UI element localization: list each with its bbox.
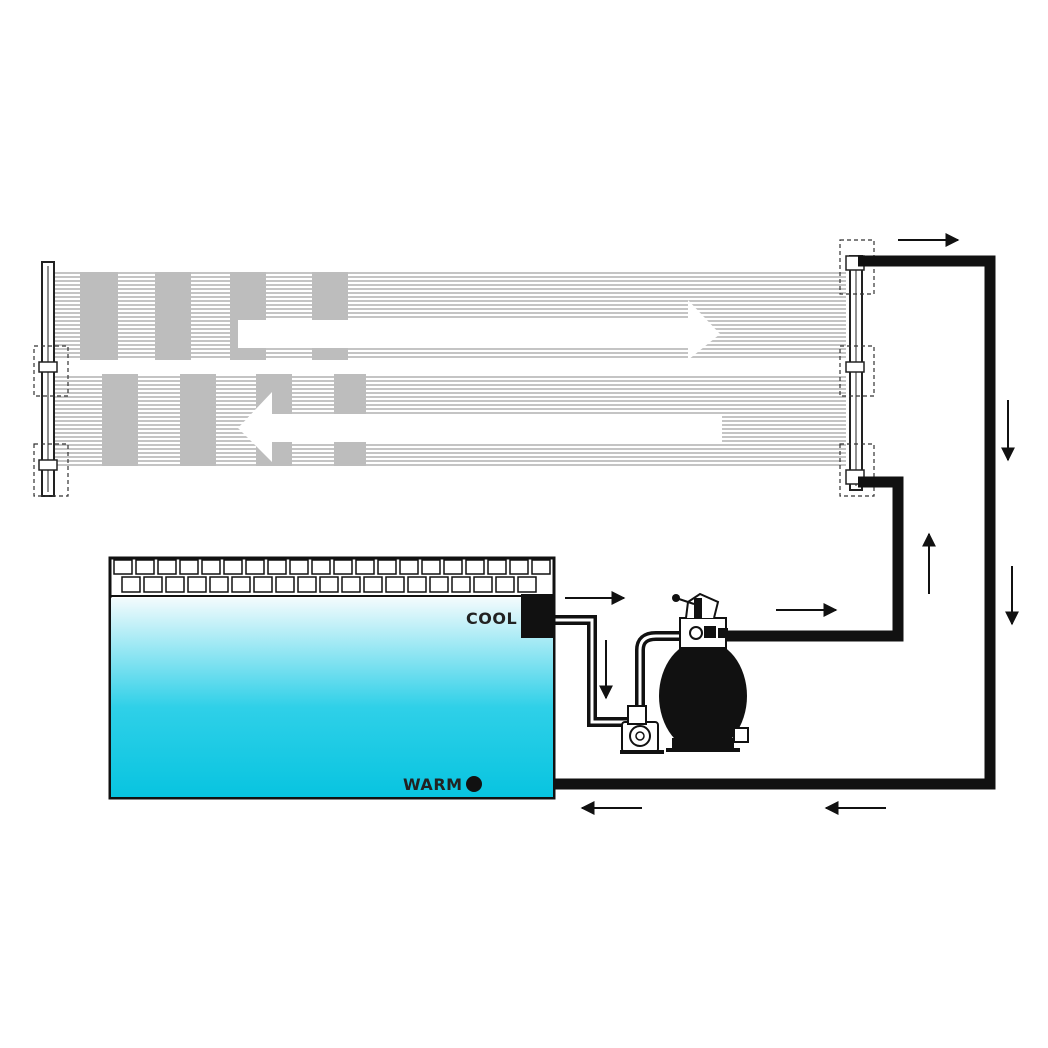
coping-tile xyxy=(209,576,229,593)
coping-tile xyxy=(165,576,185,593)
pump-icon xyxy=(620,705,664,754)
coping-tile xyxy=(487,559,507,575)
coping-tile xyxy=(297,576,317,593)
flow-arrow-icon xyxy=(565,233,1019,815)
return-nozzle xyxy=(466,776,482,792)
coping-tile xyxy=(245,559,265,575)
coping-tile xyxy=(341,576,361,593)
coping-tile xyxy=(363,576,383,593)
coping-tile xyxy=(399,559,419,575)
coping-tile xyxy=(407,576,427,593)
coping-tile xyxy=(267,559,287,575)
coping-tile xyxy=(377,559,397,575)
cool-label: COOL xyxy=(466,609,517,628)
coping-tile xyxy=(421,559,441,575)
coping-tile xyxy=(231,576,251,593)
pool-coping-tiles xyxy=(113,559,551,593)
return-pipe xyxy=(472,255,996,790)
solar-panel-upper xyxy=(52,272,846,360)
coping-tile xyxy=(319,576,339,593)
pump-filter-hose-inner xyxy=(638,634,680,712)
coping-tile xyxy=(157,559,177,575)
coping-tile xyxy=(253,576,273,593)
coping-tile xyxy=(113,559,133,575)
coping-tile xyxy=(179,559,199,575)
coping-tile xyxy=(275,576,295,593)
coping-tile xyxy=(429,576,449,593)
sand-filter-icon xyxy=(659,592,749,752)
warm-label: WARM xyxy=(403,775,463,794)
solar-panel-icon xyxy=(33,239,875,497)
coping-tile xyxy=(187,576,207,593)
coping-tile xyxy=(451,576,471,593)
skimmer-inlet xyxy=(521,594,553,638)
coping-tile xyxy=(465,559,485,575)
coping-tile xyxy=(121,576,141,593)
supply-pipe xyxy=(720,476,904,642)
coping-tile xyxy=(143,576,163,593)
panel-left-header xyxy=(33,261,69,497)
flow-arrow-left xyxy=(238,392,722,462)
coping-tile xyxy=(495,576,515,593)
coping-tile xyxy=(473,576,493,593)
coping-tile xyxy=(443,559,463,575)
suction-pipe-inner xyxy=(552,618,632,724)
coping-tile xyxy=(355,559,375,575)
pool-icon: COOL WARM xyxy=(108,556,556,800)
solar-panel-lower xyxy=(52,374,846,466)
coping-tile xyxy=(509,559,529,575)
coping-tile xyxy=(201,559,221,575)
coping-tile xyxy=(135,559,155,575)
coping-tile xyxy=(289,559,309,575)
flow-arrow-right xyxy=(238,300,720,360)
coping-tile xyxy=(385,576,405,593)
coping-tile xyxy=(311,559,331,575)
coping-tile xyxy=(531,559,551,575)
coping-tile xyxy=(333,559,353,575)
pipes xyxy=(472,255,996,790)
coping-tile xyxy=(223,559,243,575)
coping-tile xyxy=(517,576,537,593)
